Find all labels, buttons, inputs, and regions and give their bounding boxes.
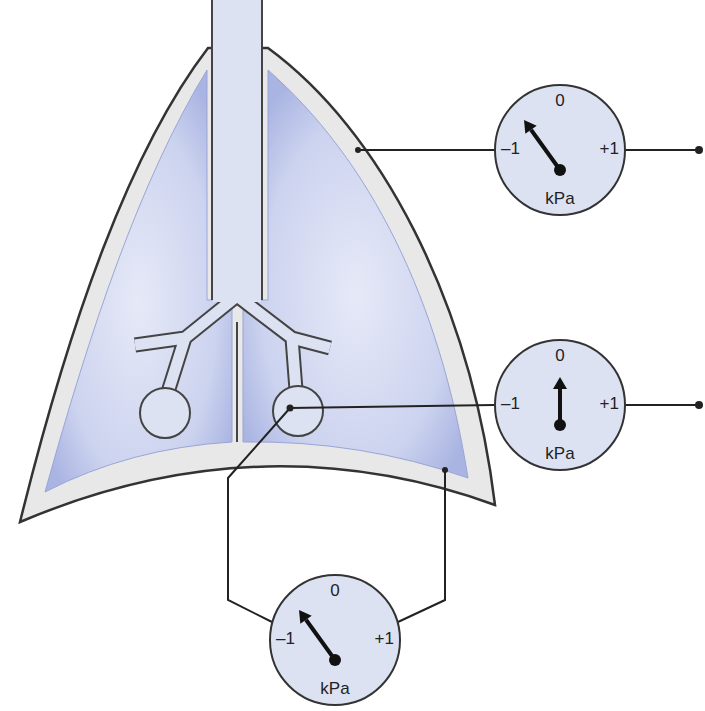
needle-head <box>524 120 537 134</box>
scale-minus-one: –1 <box>501 140 520 157</box>
scale-minus-one: –1 <box>276 630 295 647</box>
alveolus <box>273 386 323 436</box>
needle-pivot <box>554 419 566 431</box>
gauge-needle <box>531 130 560 170</box>
pressure-gauge: 0 –1 +1 kPa <box>494 339 626 471</box>
left-lung <box>45 70 232 492</box>
right-lung <box>243 70 468 478</box>
scale-plus-one: +1 <box>600 140 619 157</box>
scale-zero: 0 <box>555 92 564 109</box>
unit-label: kPa <box>545 190 574 207</box>
needle-pivot <box>329 654 341 666</box>
unit-label: kPa <box>320 680 349 697</box>
scale-zero: 0 <box>330 582 339 599</box>
scale-plus-one: +1 <box>600 395 619 412</box>
needle-pivot <box>554 164 566 176</box>
scale-zero: 0 <box>555 347 564 364</box>
airways <box>135 0 330 392</box>
scale-minus-one: –1 <box>501 395 520 412</box>
tube-ends <box>287 146 704 473</box>
mediastinum-line <box>236 322 238 442</box>
needle-head <box>299 610 312 624</box>
scale-plus-one: +1 <box>375 630 394 647</box>
pressure-gauge: 0 –1 +1 kPa <box>494 84 626 216</box>
gauge-tubing <box>228 150 700 622</box>
needle-head <box>553 377 567 389</box>
alveolus <box>140 388 190 438</box>
pressure-gauge: 0 –1 +1 kPa <box>269 574 401 706</box>
gauge-needle <box>306 620 335 660</box>
unit-label: kPa <box>545 445 574 462</box>
